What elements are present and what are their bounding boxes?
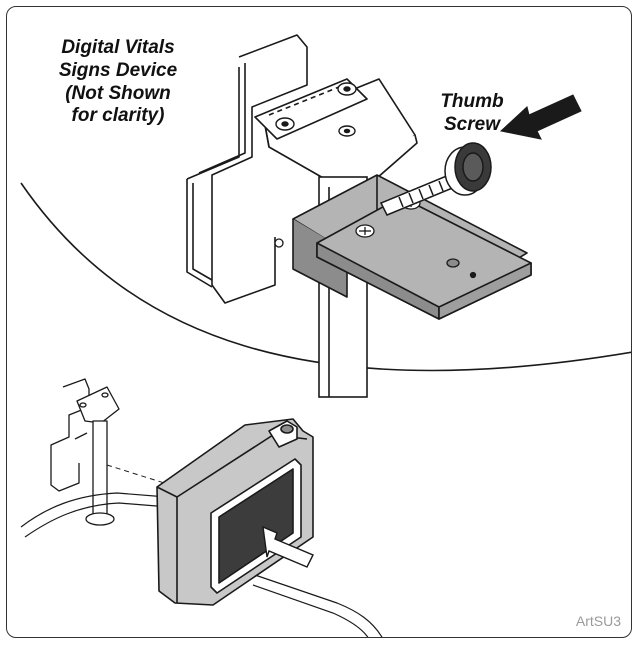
top-screws bbox=[275, 82, 357, 137]
insertion-arrow bbox=[262, 525, 314, 568]
thumb-screw-line-1: Thumb bbox=[440, 91, 504, 112]
art-id-label: ArtSU3 bbox=[575, 613, 621, 629]
surface-outline bbox=[20, 492, 383, 637]
overview-bracket bbox=[50, 378, 120, 526]
thumb-screw-arrow bbox=[499, 94, 582, 140]
device-note-line-3: (Not Shown bbox=[65, 82, 171, 104]
device-note-line-4: for clarity) bbox=[71, 105, 165, 127]
thumb-screw-line-2: Screw bbox=[444, 113, 500, 135]
figure-frame: Digital Vitals Signs Device (Not Shown f… bbox=[6, 6, 632, 638]
mounting-illustration bbox=[20, 34, 631, 637]
thumb-screw-label: Thumb Screw bbox=[427, 91, 517, 137]
alignment-line bbox=[106, 464, 178, 488]
device-note-line-1: Digital Vitals bbox=[61, 37, 175, 58]
thumb-screw bbox=[379, 142, 492, 216]
detail-circle-arc bbox=[20, 182, 631, 372]
device-box bbox=[156, 418, 314, 606]
device-note-label: Digital Vitals Signs Device (Not Shown f… bbox=[43, 37, 193, 128]
device-note-line-2: Signs Device bbox=[58, 59, 178, 81]
